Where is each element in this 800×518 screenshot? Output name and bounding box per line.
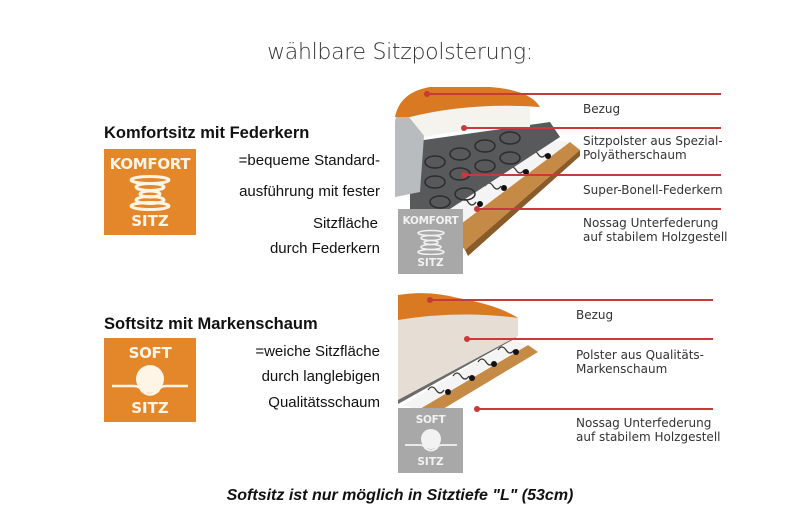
callout-line-unterfederung [477, 208, 721, 210]
komfort-diagram-badge-top: KOMFORT [402, 215, 459, 227]
soft-desc-line-2: durch langlebigen [261, 368, 380, 385]
foam-ball-icon [112, 364, 188, 396]
soft-desc-line-1: =weiche Sitzfläche [255, 343, 380, 360]
callout-line-polster [467, 338, 713, 340]
komfort-diagram-badge: KOMFORT SITZ [398, 209, 463, 274]
soft-diagram-badge: SOFT SITZ [398, 408, 463, 473]
label-unterfederung: Nossag Unterfederung auf stabilem Holzge… [583, 216, 728, 244]
label-sitzpolster: Sitzpolster aus Spezial- Polyätherschaum [583, 134, 723, 162]
soft-heading: Softsitz mit Markenschaum [104, 315, 318, 333]
komfort-badge-top: KOMFORT [109, 155, 191, 173]
callout-line-bezug [427, 93, 721, 95]
foam-ball-icon [404, 429, 457, 452]
komfort-desc-line-2: ausführung mit fester [239, 183, 380, 200]
footer-note: Softsitz ist nur möglich in Sitztiefe "L… [226, 487, 574, 504]
komfort-heading: Komfortsitz mit Federkern [104, 124, 310, 142]
spring-icon [129, 174, 171, 211]
callout-line-bezug [430, 299, 713, 301]
komfort-desc-line-4: durch Federkern [269, 240, 380, 257]
soft-desc-line-3: Qualitätsschaum [268, 394, 380, 411]
label-federkern: Super-Bonell-Federkern [583, 183, 723, 197]
soft-badge: SOFT SITZ [104, 338, 196, 422]
komfort-desc-line-3: Sitzfläche [312, 215, 378, 232]
komfort-badge: KOMFORT SITZ [104, 149, 196, 235]
label-bezug: Bezug [583, 102, 621, 116]
page-title: wählbare Sitzpolsterung: [267, 40, 533, 65]
spring-icon [416, 229, 445, 255]
label-unterfederung: Nossag Unterfederung auf stabilem Holzge… [576, 416, 721, 444]
komfort-desc-line-1: =bequeme Standard- [238, 152, 380, 169]
label-polster: Polster aus Qualitäts- Markenschaum [576, 348, 705, 376]
soft-badge-bottom: SITZ [131, 399, 169, 417]
soft-cross-section-diagram [398, 293, 538, 418]
soft-diagram-badge-top: SOFT [415, 414, 446, 426]
komfort-cross-section-diagram [395, 87, 580, 256]
callout-line-sitzpolster [464, 127, 721, 129]
label-bezug: Bezug [576, 308, 614, 322]
soft-diagram-badge-bottom: SITZ [417, 456, 444, 468]
callout-line-unterfederung [477, 408, 713, 410]
komfort-diagram-badge-bottom: SITZ [417, 257, 444, 269]
soft-badge-top: SOFT [128, 344, 172, 362]
callout-line-federkern [464, 174, 721, 176]
komfort-badge-bottom: SITZ [131, 212, 169, 230]
